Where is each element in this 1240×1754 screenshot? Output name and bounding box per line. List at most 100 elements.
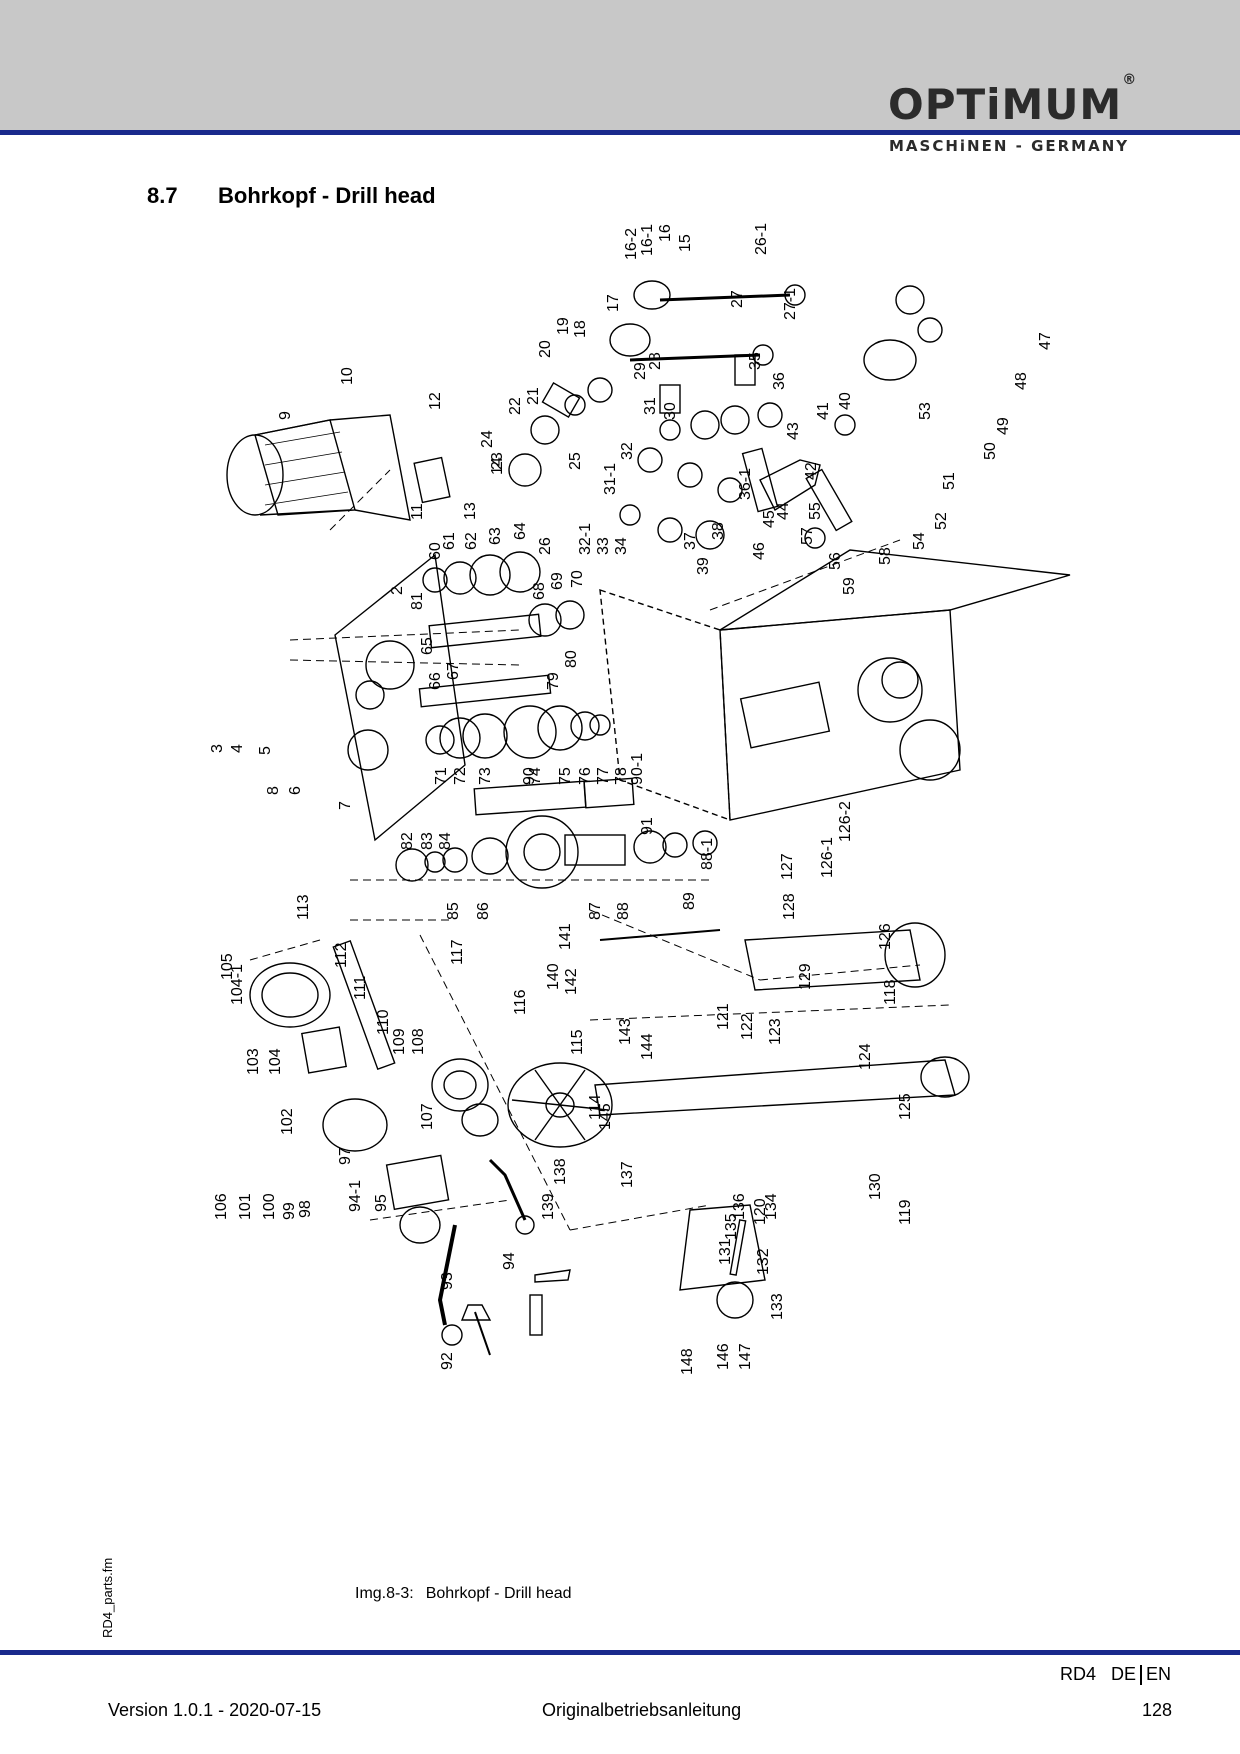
part-label: 11 bbox=[409, 503, 426, 520]
section-title: Bohrkopf - Drill head bbox=[218, 183, 436, 208]
part-label: 109 bbox=[391, 1028, 408, 1055]
part-label: 136 bbox=[731, 1193, 748, 1220]
part-label: 125 bbox=[897, 1093, 914, 1120]
part-label: 52 bbox=[933, 512, 950, 530]
part-label: 119 bbox=[897, 1199, 914, 1225]
part-label: 66 bbox=[427, 672, 444, 690]
part-label: 41 bbox=[815, 402, 832, 420]
part-label: 146 bbox=[715, 1343, 732, 1370]
part-label: 9 bbox=[277, 411, 294, 420]
part-label: 91 bbox=[639, 817, 656, 835]
part-label: 63 bbox=[487, 527, 504, 545]
part-label: 80 bbox=[563, 650, 580, 668]
part-label: 60 bbox=[427, 542, 444, 560]
part-label: 44 bbox=[775, 502, 792, 520]
part-label: 108 bbox=[410, 1028, 427, 1055]
part-label: 24 bbox=[479, 430, 496, 448]
part-label: 45 bbox=[761, 510, 778, 528]
part-label: 128 bbox=[781, 893, 798, 920]
part-label: 142 bbox=[563, 968, 580, 995]
part-label: 2 bbox=[389, 586, 406, 595]
caption-number: Img.8-3: bbox=[355, 1585, 414, 1602]
part-label: 97 bbox=[337, 1147, 354, 1165]
part-label: 133 bbox=[769, 1293, 786, 1320]
part-label: 34 bbox=[613, 537, 630, 555]
part-label: 19 bbox=[555, 317, 572, 335]
part-label: 90 bbox=[521, 767, 538, 785]
brand-subtitle: MASCHiNEN - GERMANY bbox=[889, 137, 1130, 155]
part-label: 139 bbox=[540, 1193, 557, 1220]
part-label: 89 bbox=[681, 892, 698, 910]
part-label: 127 bbox=[779, 853, 796, 880]
part-label: 6 bbox=[287, 786, 304, 795]
drill-head-exploded-drawing: 2 3 4 5 6 7 8 9 10 11 12 13 14 15 16 16-… bbox=[209, 223, 1071, 1375]
part-label: 99 bbox=[281, 1202, 298, 1220]
part-label: 16-2 bbox=[623, 228, 640, 260]
part-label: 59 bbox=[841, 577, 858, 595]
file-label: RD4_parts.fm bbox=[100, 1557, 115, 1638]
footer-doc-type: Originalbetriebsanleitung bbox=[542, 1700, 742, 1720]
part-label: 88 bbox=[615, 902, 632, 920]
part-label: 120 bbox=[752, 1198, 769, 1225]
lang-en: EN bbox=[1146, 1664, 1172, 1684]
part-label: 86 bbox=[475, 902, 492, 920]
part-label: 35 bbox=[747, 352, 764, 370]
part-label: 115 bbox=[569, 1029, 586, 1055]
part-label: 16 bbox=[657, 224, 674, 242]
part-label: 20 bbox=[537, 340, 554, 358]
part-label: 134 bbox=[763, 1193, 780, 1220]
part-label: 111 bbox=[352, 976, 369, 1000]
page-number: 128 bbox=[1142, 1700, 1173, 1720]
part-label: 73 bbox=[477, 767, 494, 785]
part-label: 64 bbox=[512, 522, 529, 540]
part-label: 56 bbox=[827, 552, 844, 570]
part-label: 12 bbox=[427, 392, 444, 410]
part-label: 16-1 bbox=[639, 224, 656, 256]
part-label: 135 bbox=[723, 1213, 740, 1240]
part-label: 3 bbox=[209, 744, 226, 753]
part-label: 15 bbox=[677, 234, 694, 252]
part-label: 17 bbox=[605, 294, 622, 312]
header-rule bbox=[0, 130, 1240, 135]
lang-de: DE bbox=[1111, 1664, 1137, 1684]
part-label: 57 bbox=[799, 527, 816, 545]
part-label: 100 bbox=[261, 1193, 278, 1220]
part-label: 104-1 bbox=[229, 964, 246, 1005]
part-label: 78 bbox=[613, 767, 630, 785]
part-label: 42 bbox=[803, 462, 820, 480]
section-number: 8.7 bbox=[147, 183, 178, 208]
part-label: 145 bbox=[597, 1103, 614, 1130]
part-label: 85 bbox=[445, 902, 462, 920]
part-label: 82 bbox=[399, 832, 416, 850]
part-label: 79 bbox=[545, 672, 562, 690]
part-label: 104 bbox=[267, 1048, 284, 1075]
part-label: 118 bbox=[882, 979, 899, 1005]
part-label: 94-1 bbox=[347, 1180, 364, 1212]
part-label: 32 bbox=[619, 442, 636, 460]
footer-rule bbox=[0, 1650, 1240, 1655]
part-label: 143 bbox=[617, 1018, 634, 1045]
part-label: 29 bbox=[632, 362, 649, 380]
part-label: 76 bbox=[577, 767, 594, 785]
part-label: 55 bbox=[807, 502, 824, 520]
part-label: 138 bbox=[552, 1158, 569, 1185]
part-label: 107 bbox=[419, 1103, 436, 1130]
part-label: 129 bbox=[797, 963, 814, 990]
part-label: 37 bbox=[682, 532, 699, 550]
part-label: 31 bbox=[642, 397, 659, 415]
part-label: 126 bbox=[877, 923, 894, 950]
part-label: 69 bbox=[549, 572, 566, 590]
part-label: 51 bbox=[941, 472, 958, 490]
part-label: 117 bbox=[449, 939, 466, 965]
model-name: RD4 bbox=[1060, 1664, 1097, 1684]
lang-separator bbox=[1140, 1665, 1143, 1686]
part-label: 123 bbox=[767, 1018, 784, 1045]
part-label: 54 bbox=[911, 532, 928, 550]
part-label: 98 bbox=[297, 1200, 314, 1218]
part-label: 87 bbox=[587, 902, 604, 920]
part-label: 102 bbox=[279, 1108, 296, 1135]
part-label: 112 bbox=[333, 942, 350, 968]
part-label: 21 bbox=[525, 387, 542, 405]
part-label: 103 bbox=[245, 1048, 262, 1075]
header-band bbox=[0, 0, 1240, 130]
